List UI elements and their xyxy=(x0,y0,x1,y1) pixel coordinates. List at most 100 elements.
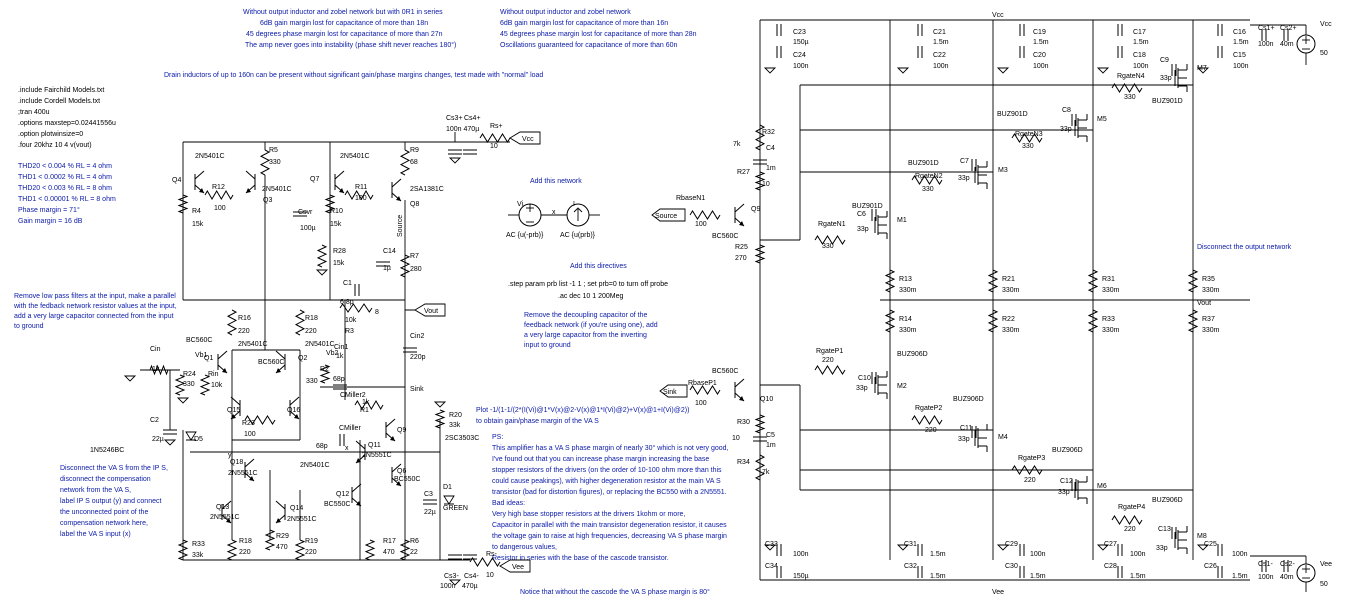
svg-text:33p: 33p xyxy=(1058,489,1070,496)
note-decoupling: Remove the decoupling capacitor of the f… xyxy=(524,312,658,349)
capacitor-rail-bottom-9 xyxy=(1217,566,1223,578)
svg-text:Q9: Q9 xyxy=(751,206,760,213)
svg-text:2N5401C: 2N5401C xyxy=(238,341,268,348)
svg-text:2N5401C: 2N5401C xyxy=(195,153,225,160)
svg-text:R34: R34 xyxy=(737,459,750,466)
svg-text:220: 220 xyxy=(1024,477,1036,484)
svg-text:220p: 220p xyxy=(410,354,426,361)
capacitor-rail-bottom-0 xyxy=(776,544,782,556)
svg-text:compensation network here,: compensation network here, xyxy=(60,520,148,527)
svg-text:to ground: to ground xyxy=(14,323,44,330)
svg-text:.include Fairchild Models.txt: .include Fairchild Models.txt xyxy=(18,87,104,94)
capacitor-cmiller xyxy=(339,434,345,446)
resistor-r28 xyxy=(316,244,328,268)
svg-text:R14: R14 xyxy=(899,316,912,323)
ground-rail-9 xyxy=(1196,544,1210,551)
svg-text:RbaseP1: RbaseP1 xyxy=(688,380,717,387)
resistor-r1 xyxy=(354,400,384,410)
svg-text:Cs3-: Cs3- xyxy=(444,573,459,580)
svg-text:BUZ901D: BUZ901D xyxy=(1152,98,1183,105)
svg-text:330: 330 xyxy=(1124,94,1136,101)
svg-text:1k: 1k xyxy=(336,353,344,360)
svg-text:Cin: Cin xyxy=(150,346,161,353)
svg-text:Without output inductor and zo: Without output inductor and zobel networ… xyxy=(243,9,443,16)
svg-text:BUZ901D: BUZ901D xyxy=(997,111,1028,118)
svg-text:add a very large capacitor con: add a very large capacitor connected fro… xyxy=(14,313,174,320)
svg-text:R28: R28 xyxy=(333,248,346,255)
resistor-r24 xyxy=(174,374,186,396)
capacitor-rail-top-5 xyxy=(1019,46,1025,58)
svg-text:Resistor in series with the ba: Resistor in series with the base of the … xyxy=(492,555,669,562)
ground-rail-7 xyxy=(996,544,1010,551)
mosfet-m1 xyxy=(874,211,888,239)
capacitor-c10 xyxy=(871,372,877,384)
svg-text:Q11: Q11 xyxy=(368,442,381,449)
resistor-r13 xyxy=(884,269,896,293)
net-flag-vee-left: Vee xyxy=(499,559,531,573)
transistor-q1 xyxy=(217,350,228,374)
resistor-r18-top xyxy=(294,309,306,336)
svg-text:BC560C: BC560C xyxy=(712,368,738,375)
svg-text:R30: R30 xyxy=(737,419,750,426)
ground-c2 xyxy=(163,439,177,446)
svg-text:feedback network (if you're us: feedback network (if you're using one), … xyxy=(524,322,658,329)
svg-text:Cs4-: Cs4- xyxy=(464,573,479,580)
svg-text:330m: 330m xyxy=(1002,287,1020,294)
net-flag-vcc-left: Vcc xyxy=(509,131,541,145)
svg-text:Rin: Rin xyxy=(208,371,219,378)
ground-cs-minus xyxy=(448,579,462,586)
svg-text:100: 100 xyxy=(214,205,226,212)
svg-text:220: 220 xyxy=(822,357,834,364)
svg-text:100n: 100n xyxy=(933,63,949,70)
svg-text:6.8p: 6.8p xyxy=(340,299,354,306)
svg-text:1.5m: 1.5m xyxy=(930,573,946,580)
svg-text:R20: R20 xyxy=(449,412,462,419)
vee-source-right xyxy=(1250,555,1316,592)
svg-text:C31: C31 xyxy=(904,541,917,548)
svg-text:Gain margin = 16 dB: Gain margin = 16 dB xyxy=(18,218,83,225)
resistor-r9 xyxy=(399,149,411,176)
svg-text:R24: R24 xyxy=(183,371,196,378)
svg-text:Cs2+: Cs2+ xyxy=(1280,25,1297,32)
svg-text:8: 8 xyxy=(375,309,379,316)
svg-text:with the fedback network resis: with the fedback network resistor values… xyxy=(13,303,177,310)
svg-text:R16: R16 xyxy=(238,315,251,322)
svg-text:could cause peakings), with hi: could cause peakings), with higher degen… xyxy=(492,478,721,485)
svg-text:15k: 15k xyxy=(333,260,345,267)
resistor-r17 xyxy=(364,539,376,561)
svg-text:Q18: Q18 xyxy=(230,459,243,466)
transistor-q8 xyxy=(391,178,402,202)
svg-text:40m: 40m xyxy=(1280,574,1294,581)
svg-text:R7: R7 xyxy=(410,253,419,260)
svg-text:.include Cordell Models.txt: .include Cordell Models.txt xyxy=(18,98,100,105)
capacitor-c5 xyxy=(753,436,767,442)
svg-text:1.5m: 1.5m xyxy=(1133,39,1149,46)
svg-text:2N5401C: 2N5401C xyxy=(305,341,335,348)
svg-text:Rs+: Rs+ xyxy=(490,123,503,130)
capacitor-c14 xyxy=(376,261,390,267)
ground-rail-5 xyxy=(763,544,777,551)
capacitor-cin2 xyxy=(403,347,417,353)
capacitor-cs3-minus xyxy=(448,554,462,560)
resistor-r14 xyxy=(884,309,896,333)
svg-text:100: 100 xyxy=(695,221,707,228)
capacitor-cs4-plus xyxy=(463,149,477,155)
directive-ac: .ac dec 10 1 200Meg xyxy=(558,293,623,300)
svg-text:RgateP3: RgateP3 xyxy=(1018,455,1045,462)
svg-text:D5: D5 xyxy=(194,436,203,443)
svg-text:100n: 100n xyxy=(1233,63,1249,70)
svg-text:330: 330 xyxy=(922,186,934,193)
resistor-rgate-p3 xyxy=(1011,465,1043,475)
note-top-mid: Without output inductor and zobel networ… xyxy=(243,9,456,49)
svg-text:330: 330 xyxy=(269,159,281,166)
svg-text:1k: 1k xyxy=(362,399,370,406)
note-add-directives: Add this directives xyxy=(570,263,627,270)
svg-text:C13: C13 xyxy=(1158,526,1171,533)
resistor-r32 xyxy=(754,124,766,151)
svg-text:Cs4+: Cs4+ xyxy=(464,115,481,122)
svg-text:THD20 < 0.003 % RL = 8 ohm: THD20 < 0.003 % RL = 8 ohm xyxy=(18,185,112,192)
svg-text:50: 50 xyxy=(1320,581,1328,588)
svg-text:100n: 100n xyxy=(440,583,456,590)
transistor-q14 xyxy=(275,500,286,524)
capacitor-rail-bottom-1 xyxy=(776,566,782,578)
